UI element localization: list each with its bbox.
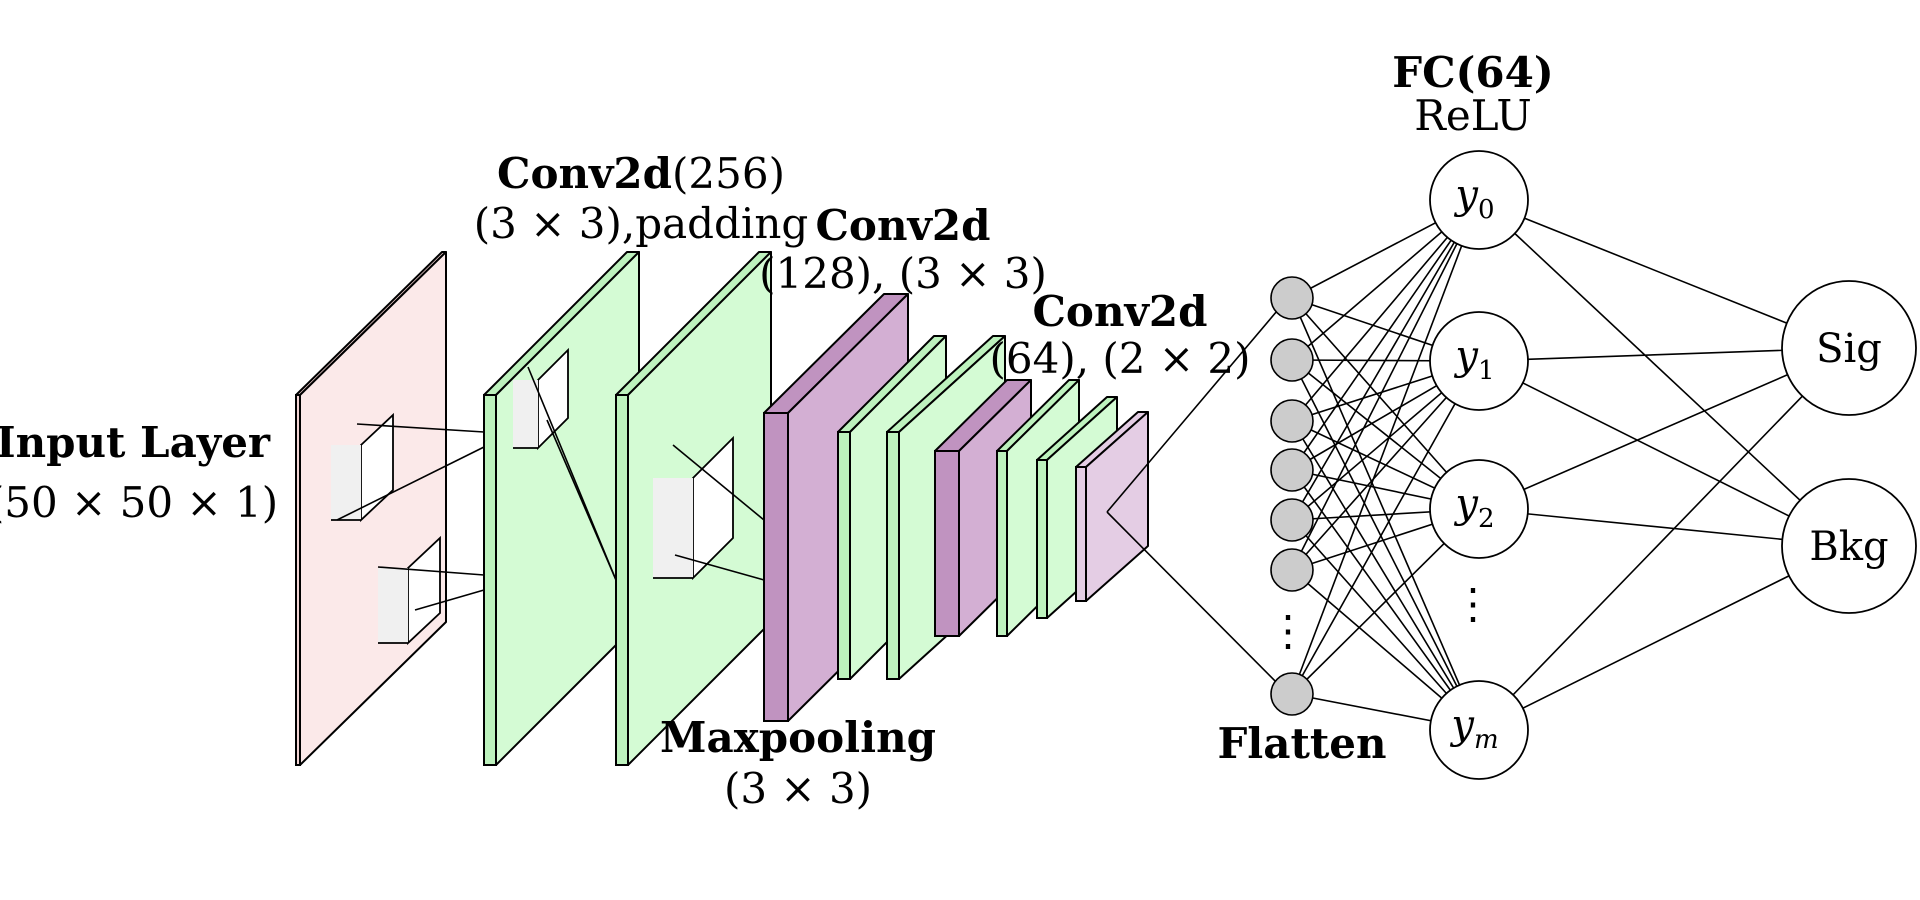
receptive-field-line [674, 554, 765, 581]
fc-ellipsis: ⋮ [1452, 579, 1494, 628]
conv1-title: Conv2d [497, 149, 672, 198]
conv3-params: (64), (2 × 2) [989, 334, 1250, 383]
fc-node-y2: y2 [1429, 459, 1529, 559]
maxpool-title: Maxpooling [660, 713, 936, 762]
maxpool-label: Maxpooling (3 × 3) [660, 713, 936, 813]
input-layer-shape: (50 × 50 × 1) [0, 478, 278, 527]
flatten-neuron [1270, 399, 1314, 443]
output-node-bkg: Bkg [1781, 478, 1917, 614]
output-node-label: Sig [1816, 326, 1882, 372]
input-layer-label: Input Layer (50 × 50 × 1) [0, 418, 278, 527]
fc-output-edge [1478, 360, 1850, 547]
output-node-label: Bkg [1809, 524, 1888, 570]
conv2-label: Conv2d (128), (3 × 3) [759, 201, 1047, 298]
conv1-label: Conv2d(256) (3 × 3),padding [474, 149, 809, 248]
receptive-field-line [377, 566, 485, 576]
receptive-field-line [1106, 297, 1289, 513]
fc-output-edge [1478, 545, 1850, 731]
flatten-neuron [1270, 338, 1314, 382]
fc-node-ym: ym [1429, 680, 1529, 780]
input-kernel-bottom [378, 535, 441, 646]
output-node-sig: Sig [1781, 280, 1917, 416]
fc-node-label: y2 [1453, 481, 1494, 534]
conv1-kernel [513, 347, 569, 451]
maxpool-params: (3 × 3) [724, 764, 872, 813]
receptive-field-line [356, 423, 485, 433]
svg-text:Conv2d(256): Conv2d(256) [497, 149, 785, 198]
conv3-title: Conv2d [1033, 287, 1208, 336]
flatten-fc-edge [1291, 199, 1480, 571]
fc-node-label: y1 [1453, 333, 1494, 386]
flatten-label: Flatten [1217, 719, 1386, 768]
input-kernel-top [331, 412, 394, 523]
flatten-fc-edge [1291, 360, 1480, 695]
conv2-title: Conv2d [816, 201, 991, 250]
fc-label: FC(64) ReLU [1392, 48, 1553, 140]
flatten-fc-edge [1291, 420, 1480, 731]
flatten-fc-edge [1291, 199, 1480, 695]
input-layer-title: Input Layer [0, 418, 271, 467]
maxpool3-map [1075, 411, 1149, 602]
fc-activation: ReLU [1414, 91, 1531, 140]
flatten-fc-edge [1291, 199, 1480, 521]
fc-node-y0: y0 [1429, 150, 1529, 250]
fc-node-label: y0 [1453, 172, 1494, 225]
fc-node-y1: y1 [1429, 311, 1529, 411]
flatten-neuron [1270, 498, 1314, 542]
flatten-neuron [1270, 276, 1314, 320]
feature-map-stack [295, 251, 1149, 766]
conv1b-kernel [653, 435, 734, 581]
flatten-neuron [1270, 548, 1314, 592]
flatten-neurons [1270, 276, 1314, 716]
fc-output-edge [1478, 347, 1850, 731]
fc-nodes: y0 y1 y2 ym [1429, 150, 1529, 780]
conv3-label: Conv2d (64), (2 × 2) [989, 287, 1250, 383]
fc-node-label: ym [1449, 702, 1498, 755]
fc-title: FC(64) [1392, 48, 1553, 97]
conv2-params: (128), (3 × 3) [759, 249, 1047, 298]
flatten-fc-edge [1291, 199, 1480, 471]
receptive-field-line [336, 446, 485, 521]
receptive-field-line [414, 589, 485, 611]
kernel-patches [331, 347, 734, 646]
flatten-fc-edge [1291, 469, 1480, 731]
receptive-field-line [546, 419, 617, 581]
conv1-filters: (256) [672, 149, 785, 198]
flatten-neuron [1270, 672, 1314, 716]
connection-lines [1291, 199, 1850, 731]
flatten-fc-edge [1291, 359, 1480, 731]
receptive-field-lines [336, 297, 1289, 695]
receptive-field-line [672, 444, 765, 521]
flatten-ellipsis: ⋮ [1267, 606, 1309, 655]
conv1-params: (3 × 3),padding [474, 199, 809, 248]
fc-output-edge [1478, 199, 1850, 547]
receptive-field-line [1106, 511, 1289, 695]
flatten-neuron [1270, 448, 1314, 492]
